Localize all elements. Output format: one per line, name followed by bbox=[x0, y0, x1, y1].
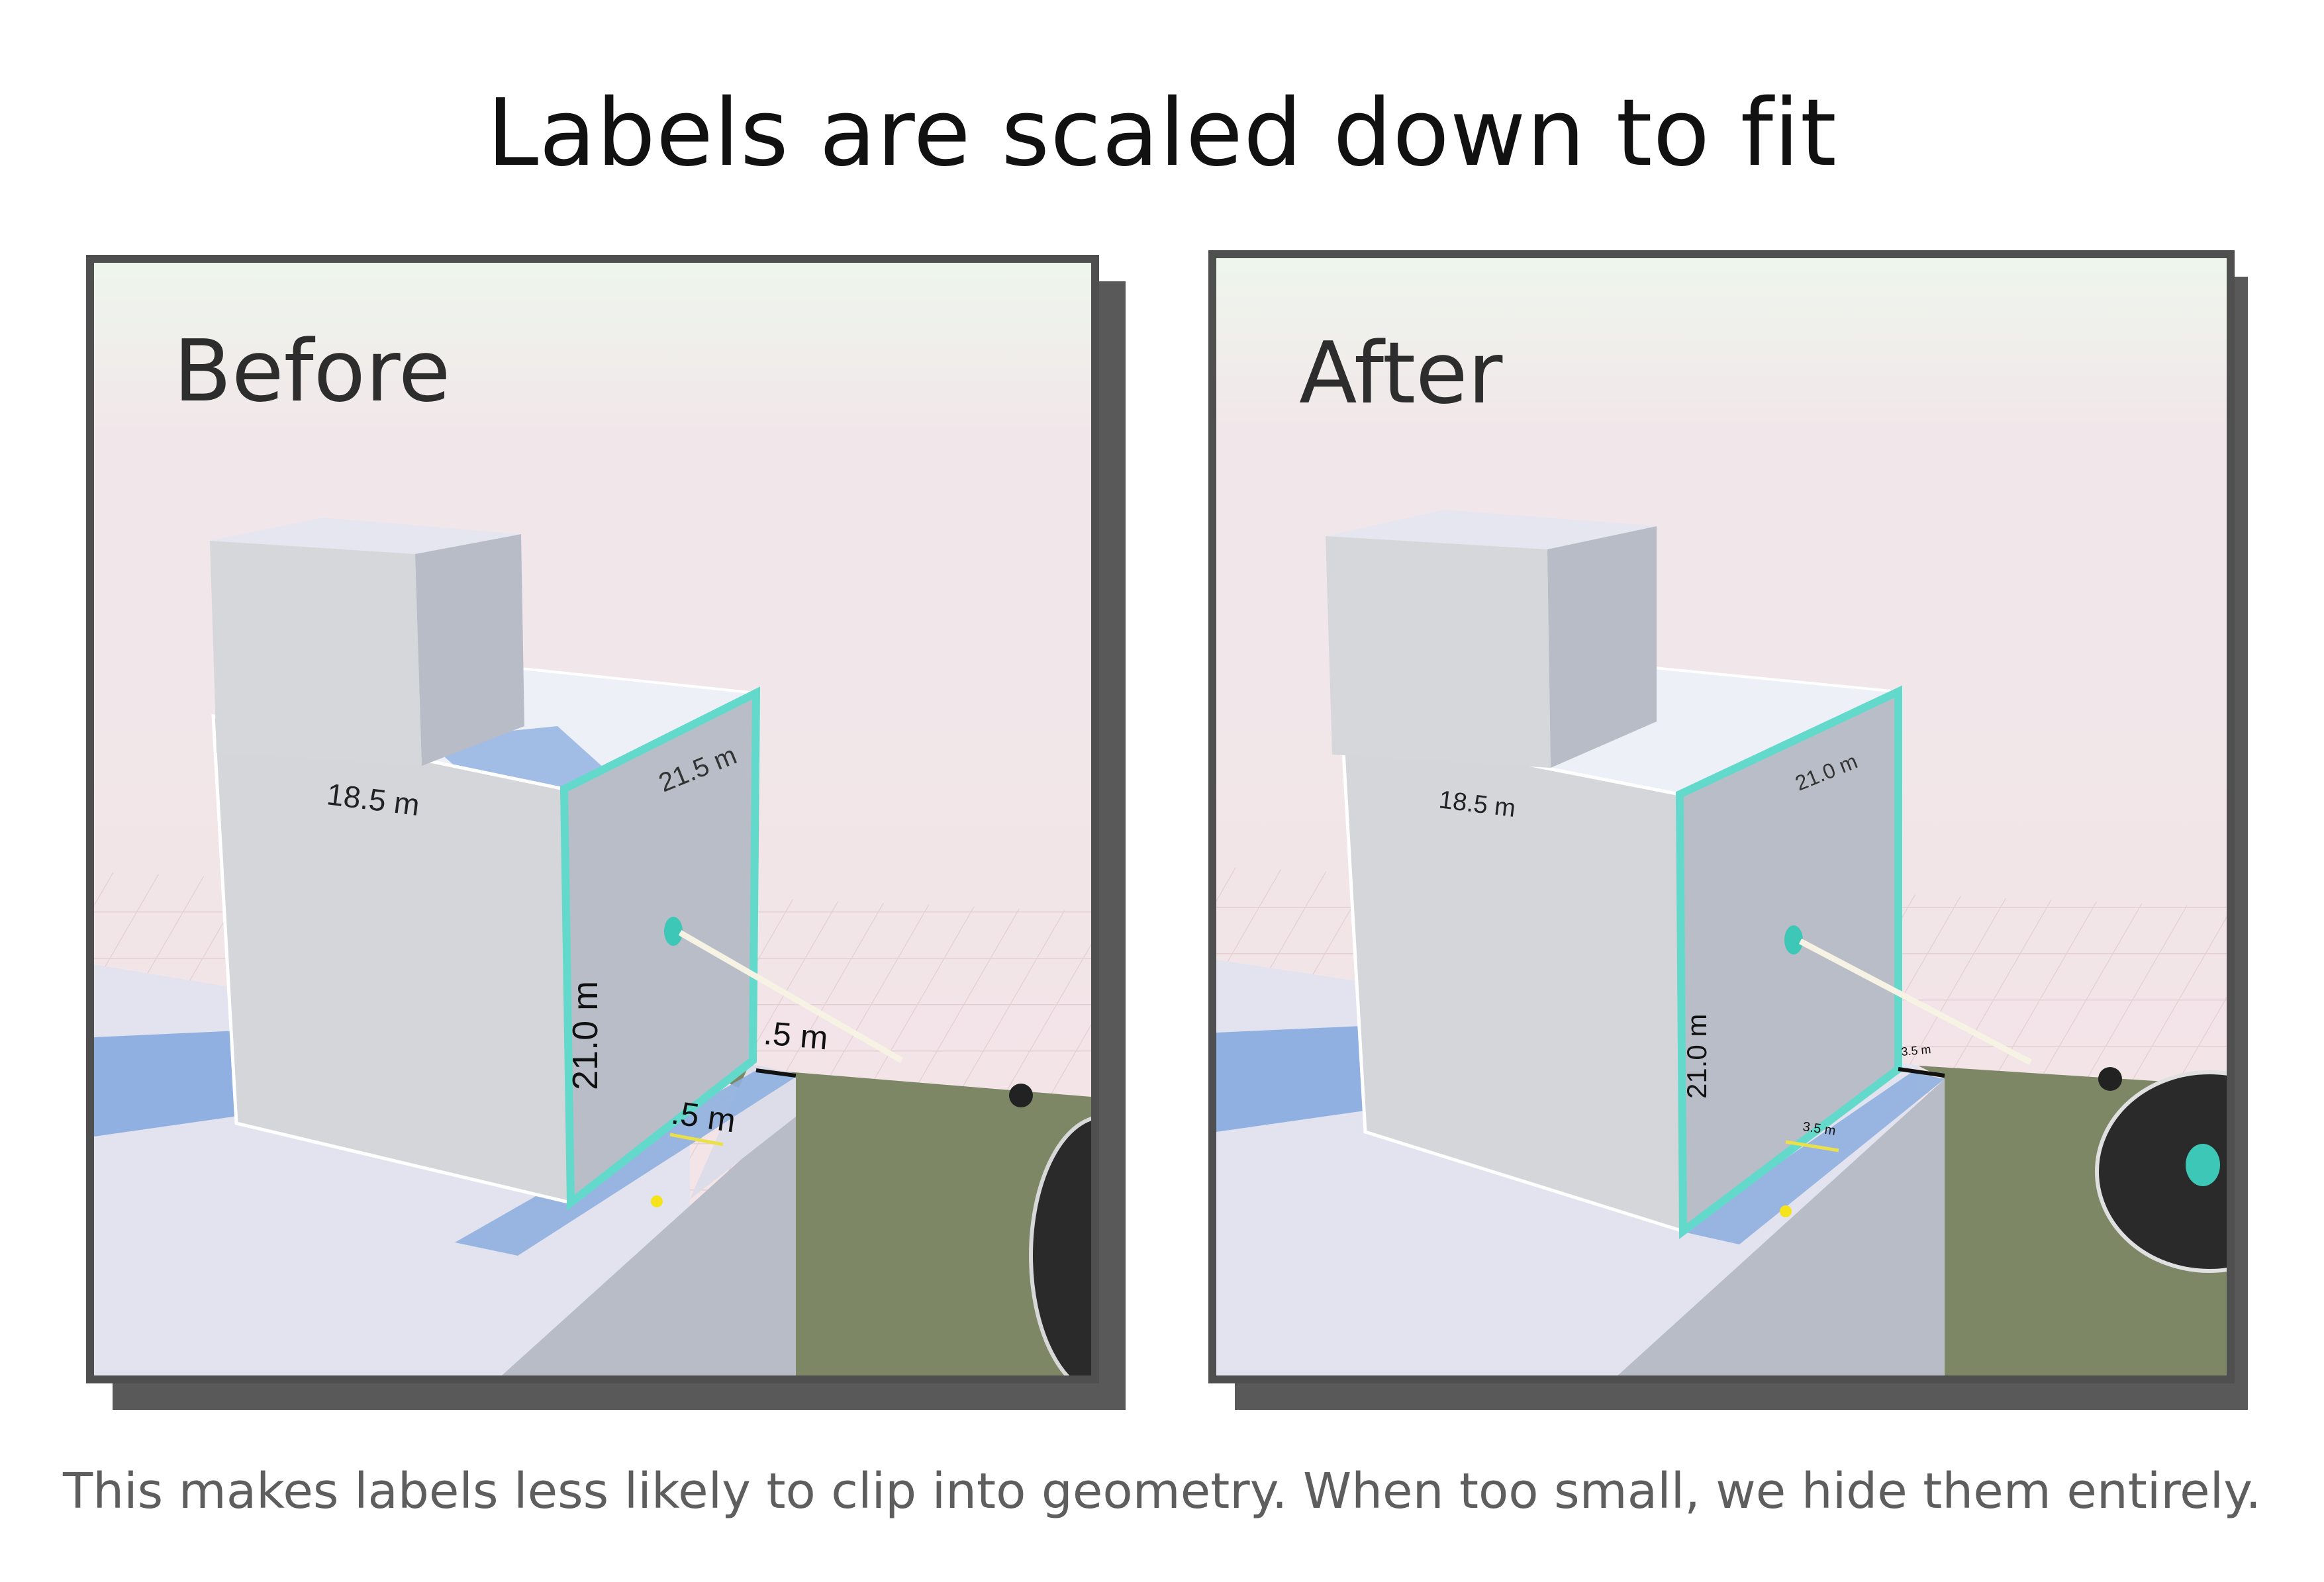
top-cube-front bbox=[210, 541, 422, 766]
step-block bbox=[1587, 1079, 1945, 1375]
before-panel: 18.5 m 21.5 m 21.0 m .5 m .5 m Before bbox=[86, 255, 1126, 1410]
before-scene: 18.5 m 21.5 m 21.0 m .5 m .5 m bbox=[94, 263, 1091, 1375]
before-label: Before bbox=[173, 322, 451, 421]
label-height: 21.0 m bbox=[1681, 1014, 1712, 1099]
label-step-right: 3.5 m bbox=[1901, 1043, 1932, 1058]
pointer-cursor bbox=[1784, 925, 1803, 954]
after-scene: 18.5 m 21.0 m 21.0 m 3.5 m 3.5 m bbox=[1216, 258, 2227, 1375]
controller bbox=[2095, 1070, 2227, 1273]
step-block bbox=[455, 1110, 796, 1375]
after-label: After bbox=[1299, 324, 1503, 423]
controller bbox=[1029, 1117, 1091, 1375]
top-cube-side bbox=[415, 534, 524, 766]
selected-face-outline bbox=[559, 686, 761, 1211]
top-cube-front bbox=[1326, 536, 1551, 768]
after-viewport: 18.5 m 21.0 m 21.0 m 3.5 m 3.5 m After bbox=[1208, 250, 2235, 1383]
caption: This makes labels less likely to clip in… bbox=[63, 1463, 2261, 1520]
main-box-side bbox=[564, 693, 756, 1203]
shadow-patch bbox=[1216, 1026, 1402, 1132]
page-title: Labels are scaled down to fit bbox=[487, 79, 1837, 187]
after-panel: 18.5 m 21.0 m 21.0 m 3.5 m 3.5 m After bbox=[1208, 250, 2248, 1410]
step-highlight bbox=[1680, 1072, 1945, 1244]
top-cube-side bbox=[1547, 526, 1657, 768]
ground-plane bbox=[690, 1064, 1091, 1375]
label-height: 21.0 m bbox=[565, 981, 605, 1090]
pointer-cursor bbox=[664, 917, 683, 946]
label-step-front: .5 m bbox=[669, 1093, 738, 1139]
before-viewport: 18.5 m 21.5 m 21.0 m .5 m .5 m Before bbox=[86, 255, 1099, 1383]
label-step-right: .5 m bbox=[762, 1014, 830, 1056]
main-box-side bbox=[1680, 692, 1898, 1231]
